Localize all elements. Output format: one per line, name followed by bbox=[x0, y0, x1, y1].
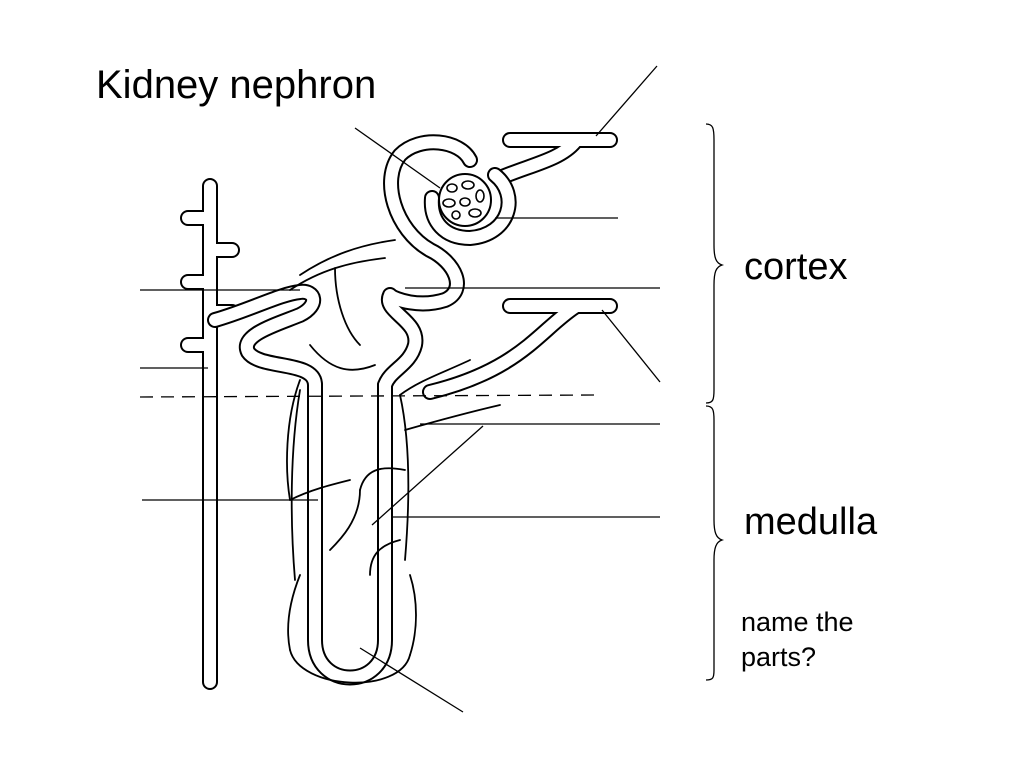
cortex-medulla-boundary bbox=[139, 394, 601, 398]
label-line-9 bbox=[371, 425, 484, 526]
label-lines bbox=[140, 65, 661, 713]
collecting-duct bbox=[180, 178, 240, 690]
arterioles bbox=[422, 132, 618, 400]
label-line-1 bbox=[595, 65, 658, 137]
label-line-12 bbox=[359, 647, 464, 713]
nephron-tubule bbox=[207, 134, 517, 686]
region-label-medulla: medulla bbox=[744, 501, 878, 543]
label-line-2 bbox=[354, 127, 441, 189]
label-line-5 bbox=[601, 309, 661, 383]
region-brackets bbox=[705, 123, 725, 681]
diagram-title: Kidney nephron bbox=[96, 63, 377, 107]
capillary-network bbox=[286, 239, 501, 684]
region-label-cortex: cortex bbox=[744, 246, 848, 288]
glomerulus bbox=[438, 173, 492, 227]
loop-of-henle bbox=[307, 377, 393, 686]
question-text: name the parts? bbox=[741, 607, 854, 673]
